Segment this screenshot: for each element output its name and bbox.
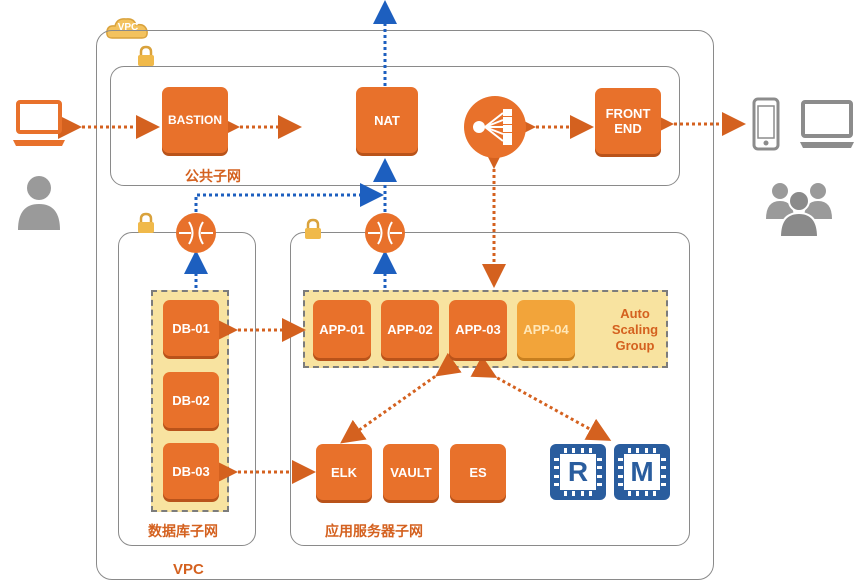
arrow-asg-elk bbox=[340, 352, 462, 444]
vpc-label: VPC bbox=[173, 561, 204, 578]
elk-node[interactable]: ELK bbox=[316, 444, 372, 500]
nat-node[interactable]: NAT bbox=[356, 87, 418, 153]
bastion-node[interactable]: BASTION bbox=[162, 87, 228, 153]
chip-r-icon[interactable]: R bbox=[550, 444, 606, 500]
group-users-icon bbox=[766, 175, 832, 242]
router-icon bbox=[175, 212, 217, 259]
chip-r-label: R bbox=[567, 456, 589, 487]
load-balancer-icon bbox=[463, 95, 527, 164]
db-subnet-label: 数据库子网 bbox=[148, 523, 218, 539]
phone-icon bbox=[752, 97, 780, 158]
app-04-node[interactable]: APP-04 bbox=[517, 300, 575, 358]
arrow-asg-chips bbox=[470, 355, 612, 441]
es-node[interactable]: ES bbox=[450, 444, 506, 500]
db-03-node[interactable]: DB-03 bbox=[163, 443, 219, 499]
db-01-node[interactable]: DB-01 bbox=[163, 300, 219, 356]
lock-icon bbox=[302, 218, 324, 245]
chip-m-icon[interactable]: M bbox=[614, 444, 670, 500]
db-02-node[interactable]: DB-02 bbox=[163, 372, 219, 428]
lock-icon bbox=[135, 212, 157, 239]
person-icon bbox=[14, 172, 64, 237]
chip-m-label: M bbox=[630, 456, 654, 487]
laptop-icon bbox=[12, 100, 68, 155]
auto-scaling-label: Auto Scaling Group bbox=[611, 306, 659, 353]
monitor-icon bbox=[800, 100, 856, 157]
public-subnet-label: 公共子网 bbox=[185, 168, 241, 184]
app-subnet-label: 应用服务器子网 bbox=[325, 523, 423, 539]
vault-node[interactable]: VAULT bbox=[383, 444, 439, 500]
lock-icon bbox=[135, 45, 157, 72]
vpc-container bbox=[96, 30, 714, 580]
app-01-node[interactable]: APP-01 bbox=[313, 300, 371, 358]
router-icon bbox=[364, 212, 406, 259]
vpc-cloud-label: VPC bbox=[117, 22, 139, 33]
arrow-dbrouter-nat bbox=[194, 183, 384, 212]
app-03-node[interactable]: APP-03 bbox=[449, 300, 507, 358]
app-02-node[interactable]: APP-02 bbox=[381, 300, 439, 358]
front-end-node[interactable]: FRONT END bbox=[595, 88, 661, 154]
